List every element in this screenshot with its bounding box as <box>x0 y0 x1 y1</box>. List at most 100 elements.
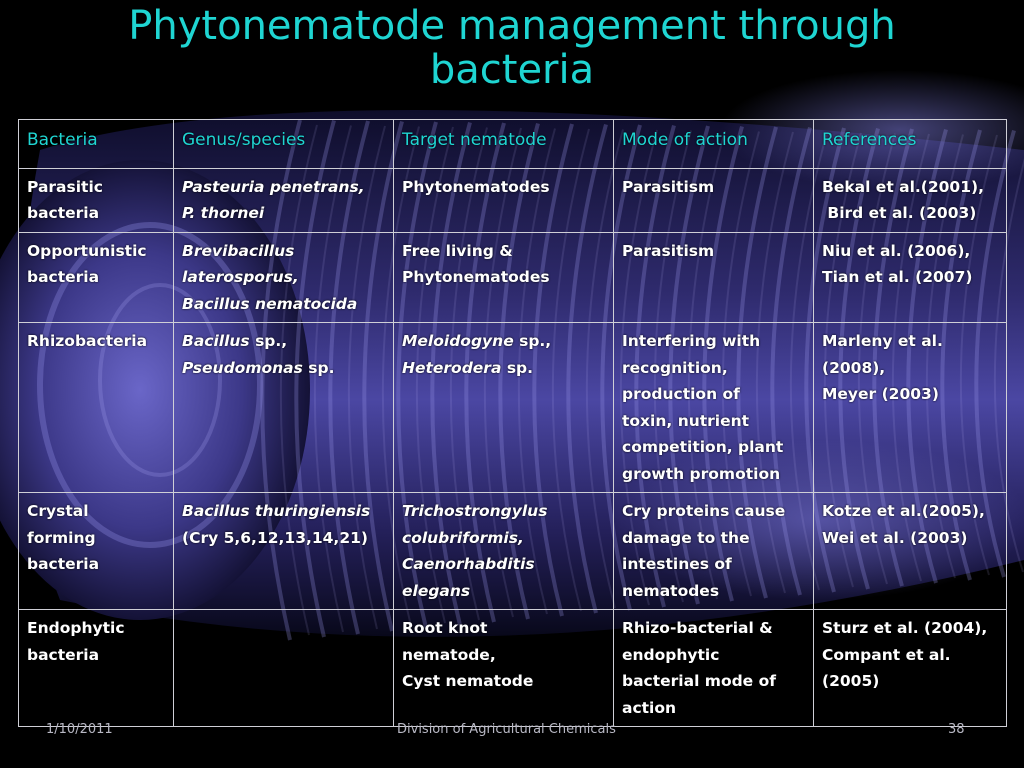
bacteria-cell: Crystal forming bacteria <box>18 492 174 610</box>
cell-text-segment: Free living & <box>402 241 513 260</box>
cell-text-segment: elegans <box>402 581 471 600</box>
cell-text-segment: Rhizo-bacterial & <box>622 619 773 637</box>
cell-line: Compant et al. <box>822 642 999 669</box>
cell-text-segment: sp. <box>302 358 335 377</box>
cell-text-segment: Marleny et al. <box>822 332 943 350</box>
cell-line: production of <box>622 381 806 408</box>
mode-of-action-cell: Parasitism <box>613 231 814 323</box>
cell-line: Heterodera sp. <box>402 355 606 382</box>
cell-line: (2008), <box>822 355 999 382</box>
cell-text-segment: forming <box>27 528 96 547</box>
cell-text-segment: Trichostrongylus <box>402 502 548 520</box>
cell-line: Meloidogyne sp., <box>402 328 606 355</box>
cell-line: bacteria <box>27 200 166 227</box>
cell-text-segment: Bekal et al.(2001), <box>822 177 984 196</box>
table-row: Opportunistic bacteria Brevibacillus latero… <box>18 231 1007 323</box>
references-cell: Niu et al. (2006),Tian et al. (2007) <box>813 231 1007 323</box>
cell-text-segment: (2005) <box>822 672 880 690</box>
cell-text-segment: Sturz et al. (2004), <box>822 619 988 637</box>
cell-line: nematode, <box>402 642 606 669</box>
cell-line: Phytonematodes <box>402 264 606 291</box>
table-row: Crystal forming bacteria Bacillus thuringie… <box>18 492 1007 610</box>
cell-line: Pasteuria penetrans, <box>182 174 386 201</box>
cell-text-segment: Niu et al. (2006), <box>822 241 971 260</box>
cell-line: Phytonematodes <box>402 174 606 201</box>
cell-text-segment: damage to the <box>622 528 750 547</box>
cell-line: Bird et al. (2003) <box>822 200 999 227</box>
header-genus-species: Genus/species <box>173 119 394 169</box>
cell-line: endophytic <box>622 642 806 669</box>
genus-species-cell: Pasteuria penetrans, P. thornei <box>173 167 394 233</box>
cell-text-segment: Bacillus <box>182 332 250 350</box>
cell-line: (Cry 5,6,12,13,14,21) <box>182 525 386 552</box>
cell-line: Brevibacillus <box>182 238 386 265</box>
cell-line: Parasitism <box>622 238 806 265</box>
target-nematode-cell: Free living & Phytonematodes <box>393 231 614 323</box>
cell-line: Wei et al. (2003) <box>822 525 999 552</box>
cell-text-segment: Heterodera <box>402 358 502 377</box>
cell-text-segment: P. thornei <box>182 204 265 222</box>
cell-text-segment: Endophytic <box>27 619 125 637</box>
cell-text-segment: toxin, nutrient <box>622 411 750 430</box>
cell-text-segment: laterosporus, <box>182 268 299 286</box>
slide-title: Phytonematode management through bacteri… <box>0 4 1024 92</box>
cell-line: Sturz et al. (2004), <box>822 615 999 642</box>
cell-line: Interfering with <box>622 328 806 355</box>
genus-species-cell <box>173 609 394 727</box>
cell-line: Endophytic <box>27 615 166 642</box>
cell-line: bacteria <box>27 551 166 578</box>
cell-text-segment: Interfering with <box>622 332 761 350</box>
cell-text-segment: (2008), <box>822 358 886 377</box>
cell-line: intestines of <box>622 551 806 578</box>
cell-line: forming <box>27 525 166 552</box>
cell-line: Bekal et al.(2001), <box>822 174 999 201</box>
cell-line: elegans <box>402 578 606 605</box>
cell-line: Crystal <box>27 498 166 525</box>
cell-text-segment: (Cry 5,6,12,13,14,21) <box>182 528 368 547</box>
cell-text-segment: bacteria <box>27 645 100 664</box>
cell-line: Parasitism <box>622 174 806 201</box>
cell-text-segment: Meyer (2003) <box>822 385 939 403</box>
cell-text-segment: sp., <box>249 332 288 350</box>
slide-title-line-1: Phytonematode management through <box>128 3 896 49</box>
genus-species-cell: Bacillus thuringiensis(Cry 5,6,12,13,14,… <box>173 492 394 610</box>
cell-text-segment: Root knot <box>402 619 488 637</box>
references-cell: Kotze et al.(2005),Wei et al. (2003) <box>813 492 1007 610</box>
cell-text-segment: Parasitism <box>622 241 715 260</box>
header-mode-of-action: Mode of action <box>613 119 814 169</box>
cell-text-segment: production of <box>622 385 740 403</box>
cell-text-segment: bacteria <box>27 268 100 286</box>
cell-line: Rhizobacteria <box>27 328 166 355</box>
cell-text-segment: Meloidogyne <box>402 332 514 350</box>
cell-line: Opportunistic <box>27 238 166 265</box>
cell-text-segment: Phytonematodes <box>402 268 550 286</box>
cell-text-segment: nematode, <box>402 645 496 664</box>
cell-line: damage to the <box>622 525 806 552</box>
cell-text-segment: colubriformis, <box>402 528 524 547</box>
cell-line: laterosporus, <box>182 264 386 291</box>
header-references: References <box>813 119 1007 169</box>
target-nematode-cell: Phytonematodes <box>393 167 614 233</box>
cell-text-segment: bacteria <box>27 555 100 573</box>
cell-text-segment: Compant et al. <box>822 645 951 664</box>
cell-text-segment: bacterial mode of <box>622 672 776 690</box>
cell-line: competition, plant <box>622 434 806 461</box>
cell-text-segment: action <box>622 698 677 717</box>
cell-text-segment: growth promotion <box>622 464 781 483</box>
cell-text-segment: nematodes <box>622 581 720 600</box>
cell-line: Bacillus sp., <box>182 328 386 355</box>
cell-text-segment: sp. <box>501 358 534 377</box>
cell-line: Trichostrongylus <box>402 498 606 525</box>
table-header-row: Bacteria Genus/species Target nematode M… <box>18 119 1007 169</box>
footer-date: 1/10/2011 <box>46 722 113 737</box>
cell-line: bacteria <box>27 642 166 669</box>
cell-text-segment: Phytonematodes <box>402 177 550 196</box>
cell-text-segment: endophytic <box>622 645 720 664</box>
